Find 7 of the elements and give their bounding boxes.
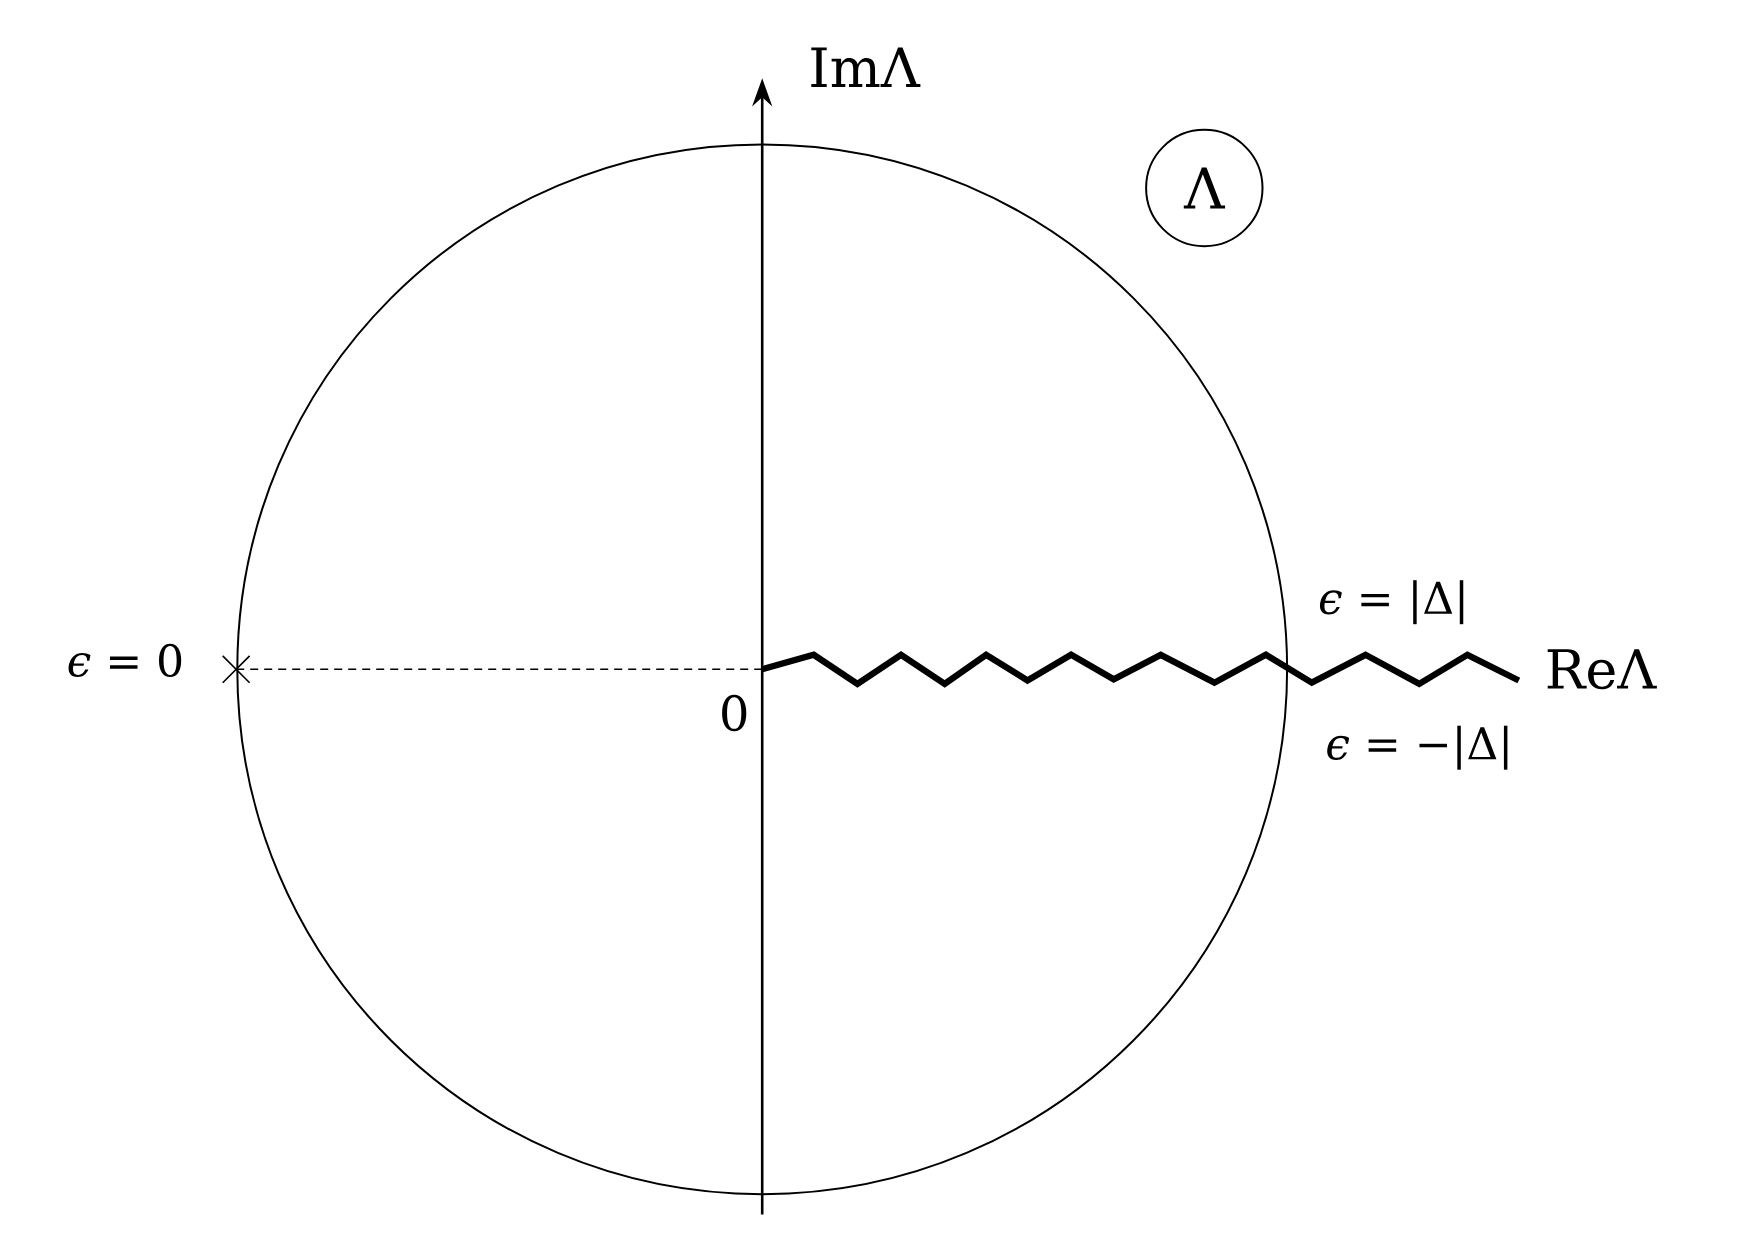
axis-label: ReΛ xyxy=(1547,649,1657,690)
axis-label: 0 xyxy=(722,694,747,732)
axis-label: ϵ = |Δ| xyxy=(1319,580,1464,625)
axis-label: ImΛ xyxy=(811,47,921,87)
axis-label: ϵ = −|Δ| xyxy=(1327,725,1508,770)
axis-label: ϵ = 0 xyxy=(68,643,182,678)
circled-label: Λ xyxy=(1145,128,1264,248)
